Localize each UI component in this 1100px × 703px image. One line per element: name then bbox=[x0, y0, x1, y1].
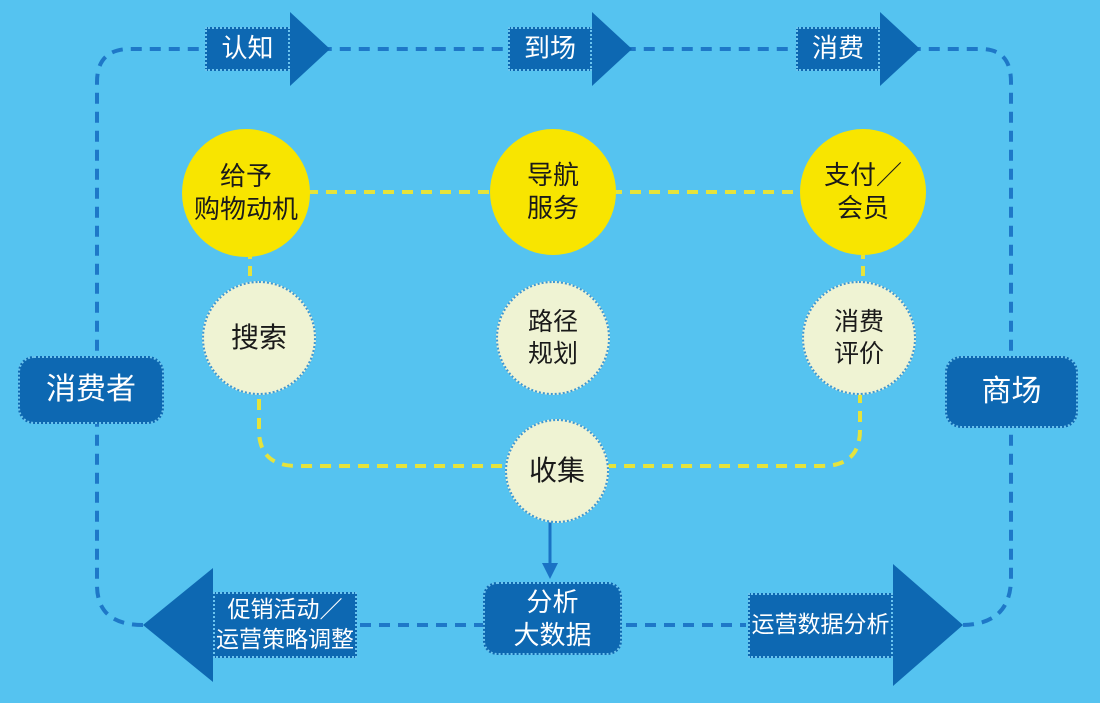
collection-dashed-path bbox=[257, 380, 862, 468]
arrow-label-line: 促销活动／ bbox=[227, 595, 343, 622]
circle-label-line: 购物动机 bbox=[193, 194, 298, 224]
stage-arrow-awareness: 认知 bbox=[205, 12, 330, 86]
circle-label-line: 路径 bbox=[527, 308, 578, 336]
sub-circle-route-planning: 路径 规划 bbox=[496, 281, 610, 395]
arrow-right-icon bbox=[290, 12, 330, 86]
circle-label-line: 服务 bbox=[526, 193, 579, 223]
arrow-label-line: 运营策略调整 bbox=[216, 625, 354, 652]
service-circle-motivation: 给予 购物动机 bbox=[182, 129, 310, 257]
stage-arrow-arrival: 到场 bbox=[508, 12, 632, 86]
sub-circle-consumption-review: 消费 评价 bbox=[802, 281, 916, 395]
circle-label-line: 会员 bbox=[836, 193, 889, 223]
circle-label-line: 消费 bbox=[833, 308, 884, 336]
circle-label-line: 收集 bbox=[528, 455, 585, 487]
operation-data-analysis-arrow: 运营数据分析 bbox=[748, 564, 963, 686]
mall-box-label: 商场 bbox=[981, 375, 1042, 409]
service-circle-payment-member: 支付／ 会员 bbox=[800, 129, 926, 255]
promotion-strategy-arrow-label: 促销活动／ 运营策略调整 bbox=[213, 591, 357, 658]
arrow-right-icon bbox=[893, 564, 963, 686]
operation-data-analysis-arrow-label: 运营数据分析 bbox=[748, 592, 893, 658]
analysis-box-line: 大数据 bbox=[513, 619, 592, 650]
arrow-left-icon bbox=[143, 567, 213, 682]
sub-circle-collect: 收集 bbox=[505, 419, 609, 523]
stage-arrow-arrival-label: 到场 bbox=[508, 27, 592, 71]
analysis-box-line: 分析 bbox=[526, 587, 579, 617]
consumer-box-label: 消费者 bbox=[46, 373, 136, 407]
circle-label-line: 导航 bbox=[526, 159, 579, 190]
service-circle-navigation: 导航 服务 bbox=[490, 129, 616, 255]
circle-label-line: 搜索 bbox=[230, 322, 287, 354]
circle-label-line: 给予 bbox=[219, 160, 272, 191]
promotion-strategy-arrow: 促销活动／ 运营策略调整 bbox=[143, 567, 357, 682]
circle-label-line: 支付／ bbox=[823, 159, 902, 190]
consumer-box: 消费者 bbox=[18, 356, 164, 424]
stage-arrow-consumption-label: 消费 bbox=[796, 27, 880, 71]
analyze-big-data-box: 分析 大数据 bbox=[483, 582, 622, 655]
arrow-right-icon bbox=[880, 12, 920, 86]
arrow-label-line: 运营数据分析 bbox=[751, 611, 890, 638]
stage-arrow-consumption: 消费 bbox=[796, 12, 920, 86]
arrow-right-icon bbox=[592, 12, 632, 86]
stage-arrow-awareness-label: 认知 bbox=[205, 27, 290, 71]
mall-box: 商场 bbox=[945, 356, 1078, 428]
collect-to-analysis-arrow-head bbox=[542, 563, 558, 579]
circle-label-line: 规划 bbox=[527, 340, 578, 368]
sub-circle-search: 搜索 bbox=[202, 281, 316, 395]
circle-label-line: 评价 bbox=[833, 340, 884, 368]
